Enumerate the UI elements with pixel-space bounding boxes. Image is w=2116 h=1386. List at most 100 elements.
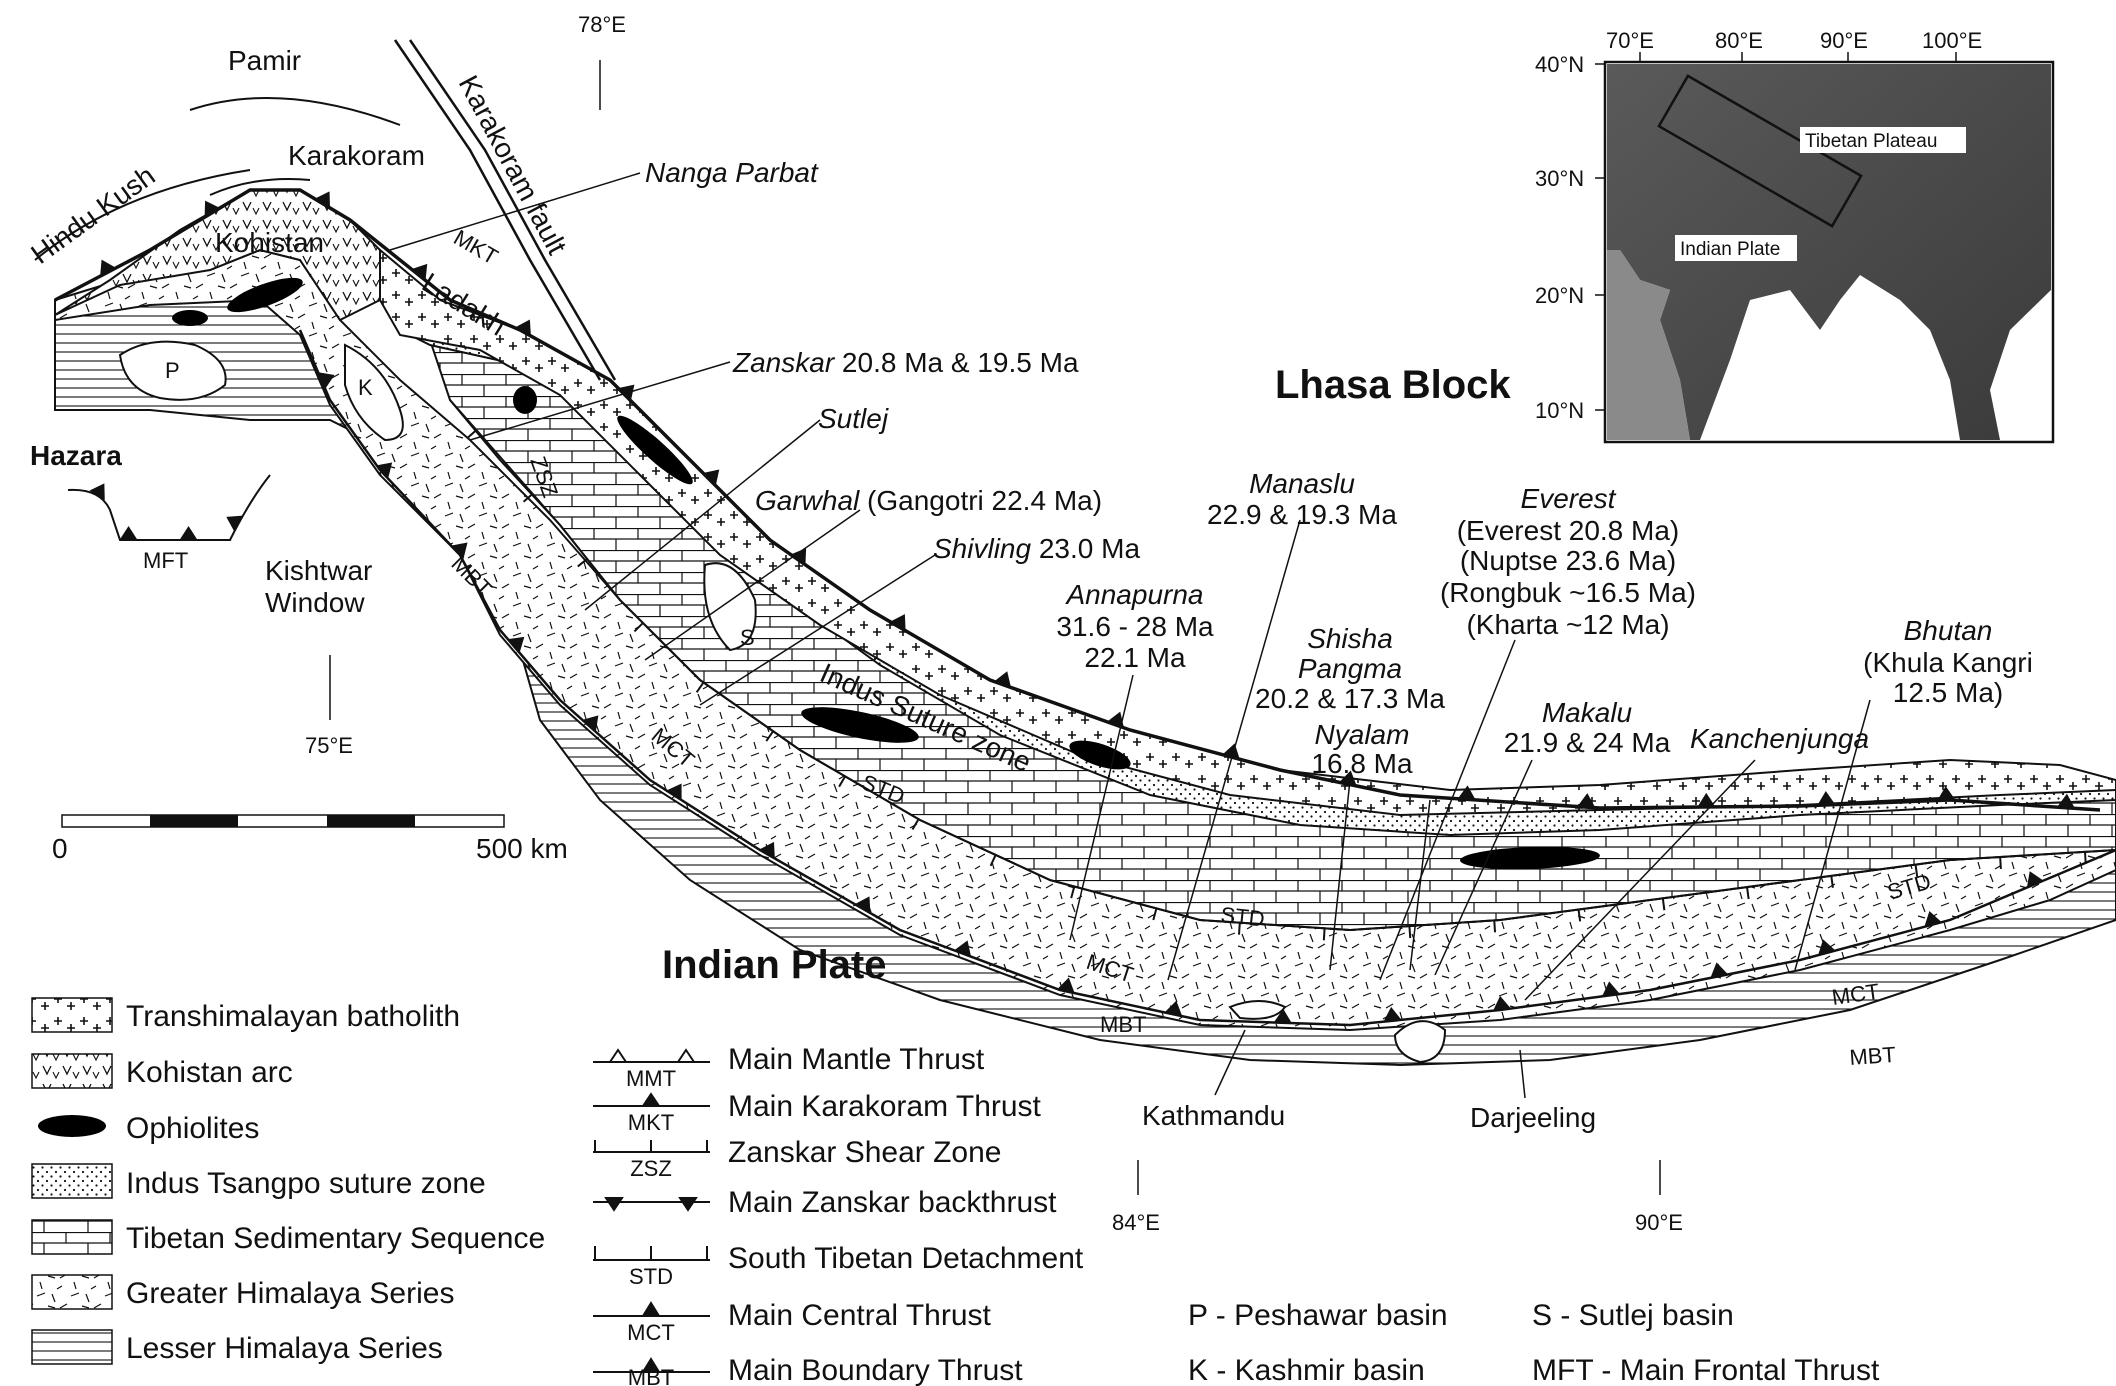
zanskar-name: Zanskar bbox=[732, 347, 836, 378]
annotation-annapurna-name: Annapurna bbox=[1064, 579, 1203, 610]
inset-sea bbox=[1607, 250, 1690, 440]
legend-swatch-ghs bbox=[31, 1274, 113, 1310]
annotation-makalu-name: Makalu bbox=[1542, 697, 1633, 728]
mbt-tooth bbox=[1602, 981, 1620, 997]
scale-bar: 0 500 km bbox=[52, 814, 568, 864]
inset-lat-2: 20°N bbox=[1535, 283, 1584, 308]
abbrev-kashmir: K - Kashmir basin bbox=[1188, 1354, 1425, 1386]
legend-fault-abbr-mmt: MMT bbox=[626, 1066, 676, 1091]
lon-label-84: 84°E bbox=[1112, 1210, 1160, 1235]
thrust-teeth bbox=[89, 191, 2087, 1024]
std-tick bbox=[522, 493, 534, 503]
mbt-tooth bbox=[451, 542, 468, 559]
legend-label-ghs: Greater Himalaya Series bbox=[126, 1277, 454, 1310]
label-indian-plate: Indian Plate bbox=[662, 943, 887, 987]
std-tick bbox=[1070, 886, 1076, 899]
std-tick bbox=[1746, 886, 1750, 900]
annotation-zanskar: Zanskar 20.8 Ma & 19.5 Ma bbox=[732, 347, 1079, 378]
mbt-tooth bbox=[1924, 911, 1942, 927]
legend-label-kohistan: Kohistan arc bbox=[126, 1056, 293, 1089]
mbt-tooth bbox=[759, 841, 775, 859]
std-tick bbox=[765, 730, 774, 742]
shivling-age: 23.0 Ma bbox=[1031, 533, 1140, 564]
std-tick bbox=[838, 775, 846, 788]
std-tick bbox=[989, 854, 997, 867]
annotation-nyalam-name: Nyalam bbox=[1315, 719, 1410, 750]
std-tick bbox=[695, 681, 705, 693]
karakoram-fault-line bbox=[393, 39, 602, 381]
longitude-ticks bbox=[329, 60, 1661, 1195]
ophiolite-body bbox=[513, 386, 537, 414]
fault-label-mbt-2: MBT bbox=[1100, 1012, 1146, 1037]
greater-himalaya-unit bbox=[54, 248, 2116, 1032]
abbrev-mft: MFT - Main Frontal Thrust bbox=[1532, 1354, 1880, 1386]
mft-tooth bbox=[226, 515, 243, 532]
std-tick bbox=[1152, 908, 1158, 921]
ophiolite-body bbox=[172, 310, 208, 326]
lon-label-78: 78°E bbox=[578, 12, 626, 37]
std-tick bbox=[1914, 864, 1919, 877]
label-pamir: Pamir bbox=[228, 45, 301, 76]
legend-label-transhimalayan: Transhimalayan batholith bbox=[126, 1000, 460, 1033]
annotation-nyalam-age: 16.8 Ma bbox=[1311, 748, 1413, 779]
mbt-tooth bbox=[1493, 995, 1511, 1011]
mkt-tooth bbox=[204, 200, 221, 218]
annotation-kanchenjunga: Kanchenjunga bbox=[1690, 723, 1869, 754]
annotation-nanga-parbat: Nanga Parbat bbox=[645, 157, 819, 188]
inset-lon-3: 100°E bbox=[1922, 28, 1982, 53]
annotation-sutlej: Sutlej bbox=[818, 403, 889, 434]
mbt-tooth bbox=[2026, 871, 2044, 888]
legend-swatch-ophiolite bbox=[38, 1115, 106, 1137]
shivling-name: Shivling bbox=[933, 533, 1031, 564]
mkt-tooth bbox=[1937, 786, 1956, 801]
legend-faults bbox=[593, 1048, 710, 1373]
mbt-line bbox=[298, 329, 2116, 1027]
mkt-tooth bbox=[1107, 711, 1124, 728]
mbt-tooth bbox=[854, 896, 871, 914]
mkt-tooth bbox=[1577, 793, 1596, 808]
std-tick bbox=[577, 558, 588, 568]
legend-swatch-lhs bbox=[31, 1329, 113, 1365]
fault-label-mft: MFT bbox=[143, 548, 188, 573]
annotation-bhutan-age2: 12.5 Ma) bbox=[1893, 677, 2004, 708]
mft-line bbox=[67, 474, 271, 541]
annotation-everest-age1: (Everest 20.8 Ma) bbox=[1457, 515, 1680, 546]
label-kishtwar-2: Window bbox=[265, 587, 365, 618]
annotation-manaslu-age: 22.9 & 19.3 Ma bbox=[1207, 499, 1397, 530]
karakoram-arc bbox=[209, 178, 311, 196]
annotation-annapurna-age1: 31.6 - 28 Ma bbox=[1056, 611, 1214, 642]
legend-fault-abbr-mct: MCT bbox=[627, 1320, 675, 1345]
mbt-tooth bbox=[666, 783, 682, 801]
legend-fault-labels: MMT Main Mantle Thrust MKT Main Karakora… bbox=[626, 1043, 1084, 1386]
mbt-tooth bbox=[375, 462, 393, 479]
annotation-shisha-name2: Pangma bbox=[1298, 653, 1402, 684]
hindu-kush-arc bbox=[34, 169, 251, 261]
fault-label-mkt: MKT bbox=[450, 225, 503, 270]
inset-lat-1: 30°N bbox=[1535, 166, 1584, 191]
mft-tooth bbox=[89, 483, 105, 501]
label-basin-s: S bbox=[740, 625, 755, 650]
annotation-shivling: Shivling 23.0 Ma bbox=[933, 533, 1140, 564]
label-kishtwar-1: Kishtwar bbox=[265, 555, 372, 586]
std-tick bbox=[1577, 909, 1582, 922]
legend-fault-abbr-std: STD bbox=[629, 1264, 673, 1289]
annotation-manaslu-name: Manaslu bbox=[1249, 468, 1355, 499]
ophiolite-body bbox=[801, 707, 919, 743]
std-tick bbox=[466, 429, 478, 439]
legend-fault-name-mkt: Main Karakoram Thrust bbox=[728, 1090, 1042, 1123]
mkt-tooth bbox=[100, 259, 117, 277]
legend-swatch-suture bbox=[31, 1163, 113, 1199]
annotation-makalu-age: 21.9 & 24 Ma bbox=[1504, 727, 1671, 758]
mbt-tooth bbox=[507, 636, 525, 653]
annotation-everest-age4: (Kharta ~12 Ma) bbox=[1466, 609, 1669, 640]
lon-label-75: 75°E bbox=[305, 733, 353, 758]
mkt-tooth bbox=[314, 191, 331, 209]
mbt-tooth bbox=[954, 940, 972, 957]
inset-map: Tibetan Plateau Indian Plate 70°E 80°E 9… bbox=[1535, 28, 2055, 444]
mbt-tooth bbox=[1383, 1006, 1402, 1022]
mbt-tooth bbox=[318, 372, 335, 389]
label-kohistan: Kohistan bbox=[215, 227, 324, 258]
abbrev-peshawar: P - Peshawar basin bbox=[1188, 1299, 1448, 1332]
legend-label-tss: Tibetan Sedimentary Sequence bbox=[126, 1222, 545, 1255]
